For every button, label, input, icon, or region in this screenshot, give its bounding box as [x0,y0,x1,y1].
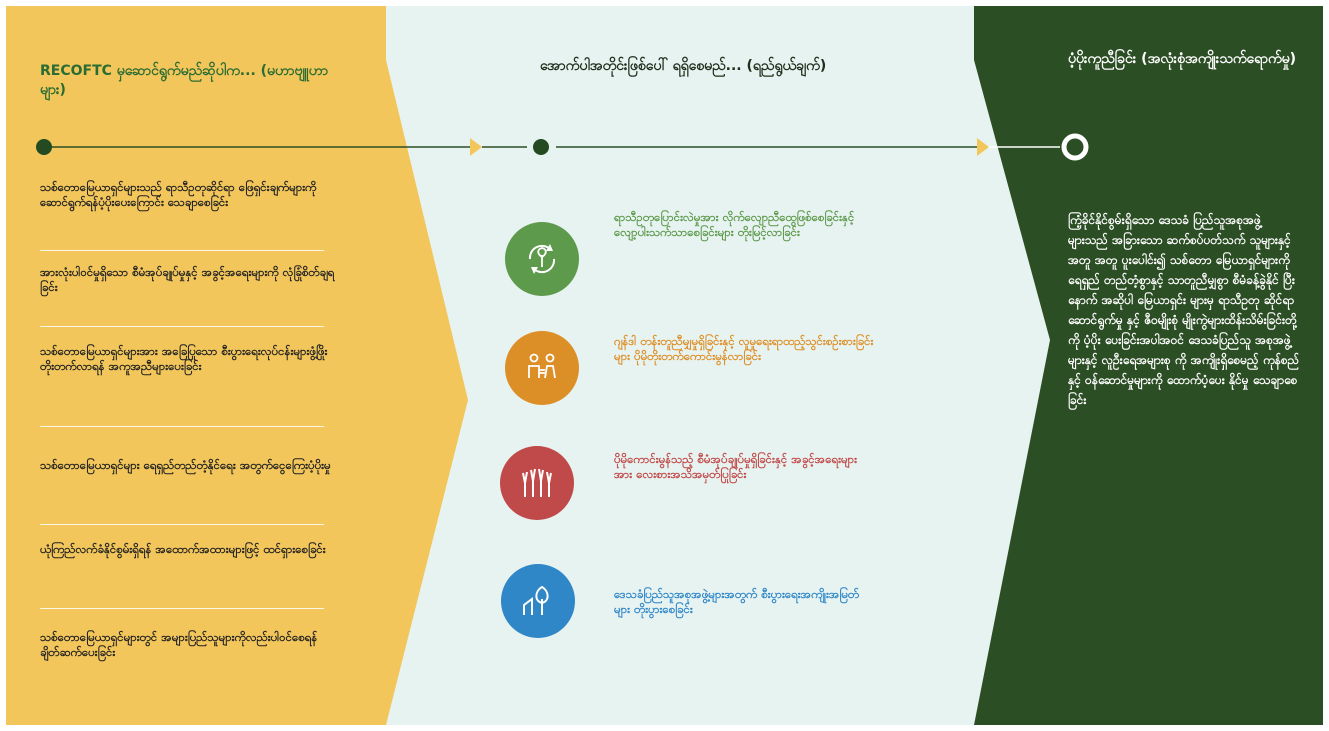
outcome-text-economic: ဒေသခံပြည်သူအစုအဖွဲ့များအတွက် စီးပွားရေးအ… [614,587,860,616]
raised-hands-icon [522,468,552,497]
divider [40,326,324,327]
divider [40,524,324,525]
timeline-node-strategies [36,139,52,155]
outcome-circle-climate [505,222,579,296]
strategies-header: RECOFTC မှဆောင်ရွက်မည်ဆိုပါက... (မဟာဗျူဟ… [40,63,329,98]
climate-cycle-icon [528,244,556,274]
strategy-item: အားလုံးပါဝင်မှုရှိသော စီမံအုပ်ချုပ်မှုနှ… [40,265,335,294]
house-tree-icon [523,585,549,615]
outcome-circle-governance [500,446,574,520]
mint-chevron-tip [974,60,1050,725]
timeline-node-outcomes [533,139,549,155]
outcome-circle-economic [501,564,575,638]
outcome-text-governance: ပိုမိုကောင်းမွန်သည့် စီမံအုပ်ချုပ်မှုရှိ… [614,452,858,481]
strategy-item: သစ်တောမြေယာရှင်များ ရေရှည်တည်တံ့နိုင်ရေး… [40,458,331,472]
divider [40,608,324,609]
outcome-circle-gender [505,331,579,405]
timeline-arrow-2 [977,138,989,156]
strategies-panel [6,6,386,725]
yellow-chevron-tip [386,60,468,725]
divider [40,250,324,251]
gender-equality-icon [528,353,556,379]
outcomes-panel [386,6,974,725]
strategy-item: သစ်တောမြေယာရှင်များသည် ရာသီဥတုဆိုင်ရာ ဖြ… [40,180,317,209]
impact-text: ကြံ့ခိုင်နိုင်စွမ်းရှိသော ဒေသခံ ပြည်သူအစ… [1068,213,1300,407]
outcome-text-climate: ရာသီဥတုပြောင်းလဲမှုအား လိုက်လျောညီထွေဖြစ… [614,210,855,239]
impact-header: ပံ့ပိုးကူညီခြင်း (အလုံးစုံအကျိုးသက်ရောက်… [1068,51,1297,67]
outcome-text-gender: ဂျန်ဒါ တန်းတူညီမျှမှုရှိခြင်းနှင့် လူမှု… [614,334,874,363]
outcomes-header: အောက်ပါအတိုင်းဖြစ်ပေါ် ရရှိစေမည်... (ရည်… [540,58,827,74]
strategy-item: သစ်တောမြေယာရှင်များတွင် အများပြည်သူများက… [40,630,318,659]
strategy-item: သစ်တောမြေယာရှင်များအား အခြေပြုသော စီးပွာ… [40,344,328,373]
timeline-node-impact [1061,133,1089,161]
divider [40,426,324,427]
strategy-item: ယုံကြည်လက်ခံနိုင်စွမ်းရှိရန် အထောက်အထားမ… [40,542,326,556]
timeline-arrow-1 [470,138,482,156]
